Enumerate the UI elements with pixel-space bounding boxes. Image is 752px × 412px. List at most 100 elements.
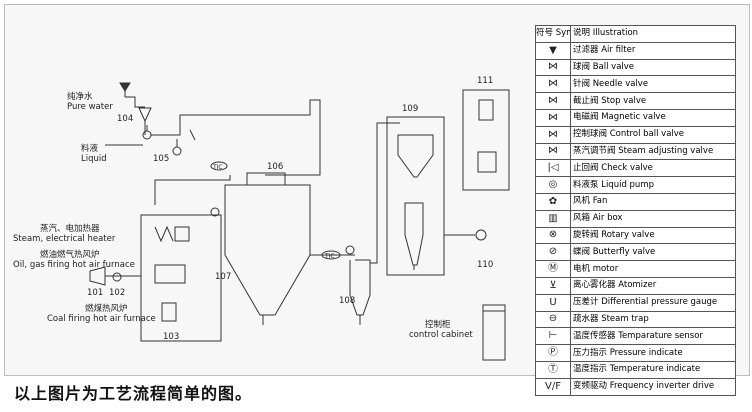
legend-row: ⊖疏水器 Steam trap xyxy=(535,310,736,329)
magnetic-valve-icon: ⋈ xyxy=(548,111,558,123)
legend-row: U 压差计 Differential pressure gauge xyxy=(535,293,736,312)
legend-row: ⋈球阀 Ball valve xyxy=(535,58,736,77)
legend-header-symbol: 符号 Symbol xyxy=(535,25,571,43)
electric-heater-icon xyxy=(174,226,190,242)
legend-header-desc: 说明 Illustration xyxy=(570,25,736,43)
rotary-valve-icon: ⊗ xyxy=(548,229,558,241)
number-111: 111 xyxy=(477,76,493,86)
pure-water-label-en: Pure water xyxy=(67,102,113,112)
legend-symbol-cell: Ⓣ xyxy=(535,360,571,379)
number-101: 101 xyxy=(87,288,103,298)
number-104: 104 xyxy=(117,114,133,124)
feed-hopper-104 xyxy=(138,107,152,123)
legend-row: ⊘ 蝶阀 Butterfly valve xyxy=(535,243,736,262)
control-cabinet-label-en: control cabinet xyxy=(409,330,473,340)
legend-description: 电机 motor xyxy=(570,260,736,278)
legend-row: ◎料液泵 Liquid pump xyxy=(535,176,736,194)
legend-symbol-cell: ⋈ xyxy=(535,75,571,94)
legend-description: 风箱 Air box xyxy=(570,209,736,228)
legend-symbol-cell: Ⓜ xyxy=(535,260,571,278)
temperature-indicate-2 xyxy=(321,250,341,260)
legend-symbol-cell: ⋈ xyxy=(535,92,571,110)
steam-valve-105 xyxy=(172,146,182,156)
pure-water-label-cn: 纯净水 xyxy=(67,91,93,102)
symbol-legend-table: 符号 Symbol 说明 Illustration ▼过滤器 Air filte… xyxy=(535,25,736,396)
number-110: 110 xyxy=(477,260,493,270)
pressure-gauge-icon: U xyxy=(549,296,557,308)
legend-row: ✿ 风机 Fan xyxy=(535,192,736,211)
legend-row: |◁ 止回阀 Check valve xyxy=(535,159,736,178)
legend-description: 蝶阀 Butterfly valve xyxy=(570,243,736,262)
control-ball-valve-icon: ⋈ xyxy=(548,128,558,140)
needle-valve-icon: ⋈ xyxy=(548,78,558,90)
oil-gas-furnace-icon xyxy=(154,264,186,284)
number-103: 103 xyxy=(163,332,179,342)
bag-filter-109 xyxy=(386,116,445,276)
pressure-indicate-icon: Ⓟ xyxy=(548,347,558,359)
legend-row: ▼过滤器 Air filter xyxy=(535,41,736,60)
legend-symbol-cell: ⊗ xyxy=(535,226,571,245)
legend-description: 温度传感器 Temparature sensor xyxy=(570,327,736,346)
legend-symbol-cell: ⊖ xyxy=(535,310,571,329)
legend-description: 压差计 Differential pressure gauge xyxy=(570,293,736,312)
legend-description: 料液泵 Liquid pump xyxy=(570,176,736,194)
legend-symbol-cell: ✿ xyxy=(535,192,571,211)
coal-label-en: Coal firing hot air furnace xyxy=(47,314,156,324)
steam-heater-label-cn: 蒸汽、电加热器 xyxy=(40,223,100,234)
motor-icon-102 xyxy=(112,272,122,282)
stop-valve-icon: ⋈ xyxy=(548,95,558,107)
fan-icon xyxy=(89,266,106,286)
number-108: 108 xyxy=(339,296,355,306)
legend-symbol-cell: U xyxy=(535,293,571,312)
legend-description: 止回阀 Check valve xyxy=(570,159,736,178)
legend-symbol-cell: ⋈ xyxy=(535,58,571,77)
drying-chamber-107 xyxy=(224,184,311,316)
exhaust-fan-110 xyxy=(475,229,487,241)
page-caption: 以上图片为工艺流程简单的图。 xyxy=(14,384,253,403)
legend-row: ⋈ 控制球阀 Control ball valve xyxy=(535,125,736,144)
legend-description: 温度指示 Temperature indicate xyxy=(570,360,736,379)
liquid-pump-icon xyxy=(142,130,152,140)
butterfly-valve-icon: ⊘ xyxy=(548,246,558,258)
pressure-indicate-icon xyxy=(210,207,220,217)
legend-description: 风机 Fan xyxy=(570,192,736,211)
control-cabinet xyxy=(482,304,506,361)
scrubber-111 xyxy=(462,89,510,191)
oil-gas-label-en: Oil, gas firing hot air furnace xyxy=(13,260,135,270)
legend-description: 控制球阀 Control ball valve xyxy=(570,125,736,144)
check-valve-icon: |◁ xyxy=(547,162,559,174)
legend-symbol-cell: ⊻ xyxy=(535,276,571,295)
fan-icon: ✿ xyxy=(548,195,558,207)
number-106: 106 xyxy=(267,162,283,172)
legend-header-row: 符号 Symbol 说明 Illustration xyxy=(535,25,736,43)
legend-row: ⋈ 截止阀 Stop valve xyxy=(535,92,736,110)
diagram-frame: 纯净水 Pure water 料液 Liquid 蒸汽、电加热器 Steam, … xyxy=(4,4,750,396)
frequency-inverter-icon: V/F xyxy=(545,380,561,392)
legend-symbol-cell: ⊢ xyxy=(535,327,571,346)
tic-label-1: TIC xyxy=(212,164,223,171)
cyclone-108 xyxy=(349,259,371,316)
legend-row: ⊗旋转阀 Rotary valve xyxy=(535,226,736,245)
motor-icon: Ⓜ xyxy=(548,263,558,275)
tic-label-2: TIC xyxy=(324,253,335,260)
legend-row: ⋈电磁阀 Magnetic valve xyxy=(535,108,736,127)
coal-label-cn: 燃煤热风炉 xyxy=(85,303,128,314)
steam-heater-label-en: Steam, electrical heater xyxy=(13,234,116,244)
legend-symbol-cell: ◎ xyxy=(535,176,571,194)
liquid-label-en: Liquid xyxy=(81,154,107,164)
temperature-indicate-icon xyxy=(210,161,228,171)
liquid-label-cn: 料液 xyxy=(81,143,99,154)
legend-row: ⊻离心雾化器 Atomizer xyxy=(535,276,736,295)
legend-symbol-cell: ⋈ xyxy=(535,125,571,144)
legend-symbol-cell: |◁ xyxy=(535,159,571,178)
legend-symbol-cell: ⋈ xyxy=(535,142,571,161)
atomizer-icon: ⊻ xyxy=(549,279,557,291)
legend-row: ⋈针阀 Needle valve xyxy=(535,75,736,94)
legend-symbol-cell: ▥ xyxy=(535,209,571,228)
steam-adjusting-valve-icon: ⋈ xyxy=(548,145,558,157)
legend-symbol-cell: ⋈ xyxy=(535,108,571,127)
legend-description: 截止阀 Stop valve xyxy=(570,92,736,110)
